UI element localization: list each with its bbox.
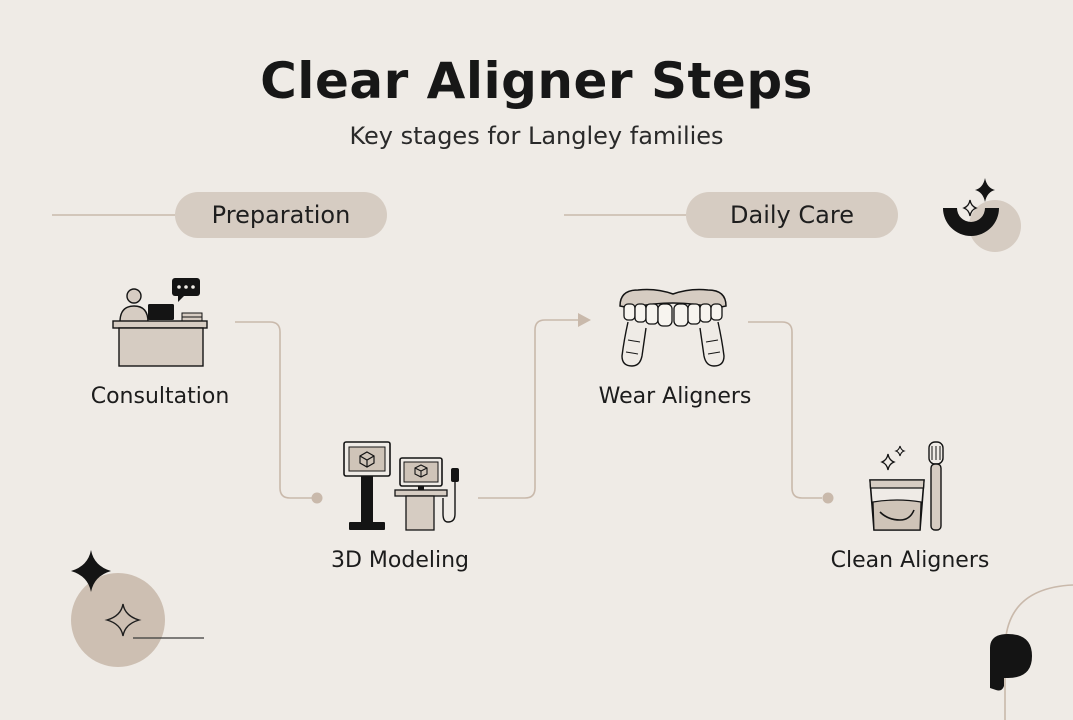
step-label-wear-aligners: Wear Aligners	[598, 384, 752, 409]
step-label-clean-aligners: Clean Aligners	[830, 548, 990, 573]
connector-dot-model	[311, 492, 323, 504]
connector-consult-model	[235, 321, 312, 499]
connector-model-wear	[478, 319, 578, 499]
deco-half-ring-top-right	[943, 208, 999, 236]
section-pill-daily-care: Daily Care	[686, 192, 898, 238]
cleaning-cup-toothbrush-icon	[869, 441, 944, 531]
sparkle-icon-bottom-left-large	[71, 550, 111, 592]
3d-scanner-icon	[343, 441, 459, 531]
sparkle-icon-top-right-large	[975, 178, 995, 202]
deco-circle-top-right	[969, 200, 1021, 252]
brand-logo-icon	[990, 634, 1032, 691]
connector-arrow-wear	[578, 313, 591, 327]
sparkle-icon-bottom-left-outline	[104, 603, 142, 637]
step-label-consultation: Consultation	[90, 384, 230, 409]
deco-circle-bottom-left	[71, 573, 165, 667]
step-label-3d-modeling: 3D Modeling	[330, 548, 469, 573]
sparkle-icon-top-right-small	[962, 199, 978, 217]
page-subtitle: Key stages for Langley families	[349, 122, 724, 150]
consultation-desk-icon	[112, 278, 208, 367]
section-pill-preparation: Preparation	[175, 192, 387, 238]
connector-dot-clean	[822, 492, 834, 504]
aligner-tray-icon	[619, 288, 727, 367]
connector-wear-clean	[748, 321, 822, 499]
page-title: Clear Aligner Steps	[260, 52, 813, 110]
